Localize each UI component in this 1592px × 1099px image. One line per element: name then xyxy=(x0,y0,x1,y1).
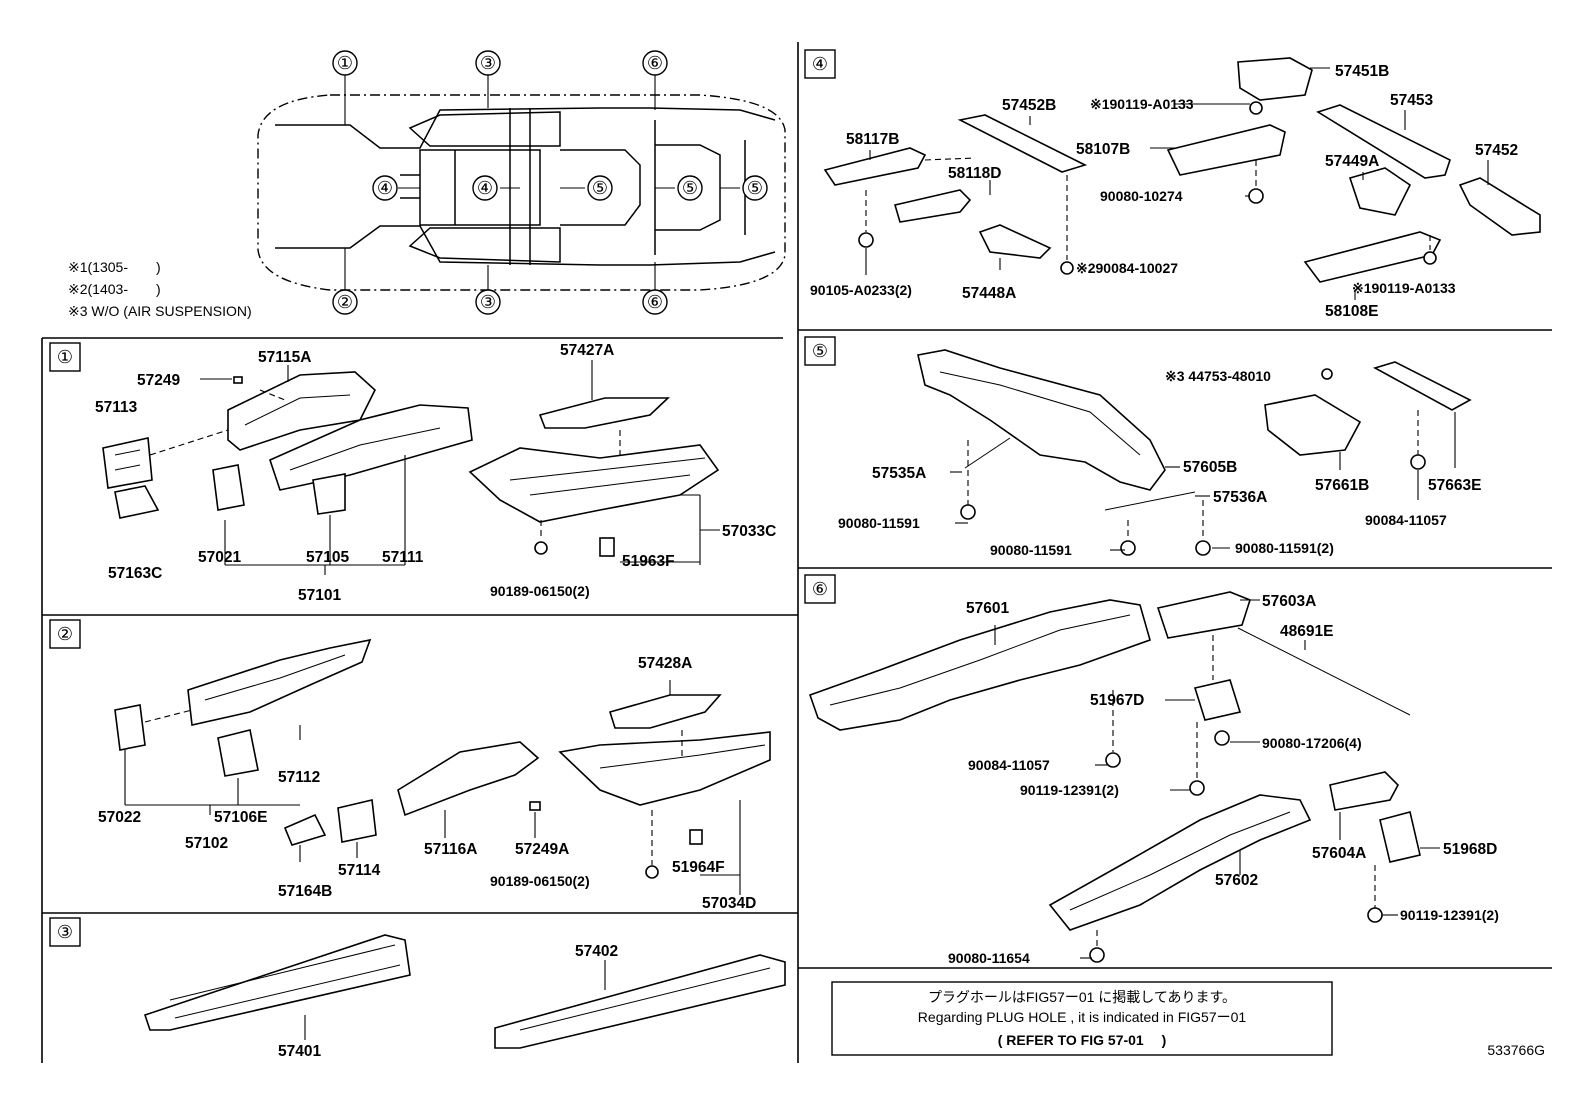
part-number[interactable]: 57604A xyxy=(1312,845,1366,862)
part-number[interactable]: 90080-17206(4) xyxy=(1262,735,1362,751)
section-2: ② 57428A xyxy=(49,619,771,912)
part-number[interactable]: 90080-11654 xyxy=(948,950,1030,966)
section-label: ③ xyxy=(57,922,73,942)
part-number[interactable]: 90084-11057 xyxy=(1365,512,1447,528)
part-number[interactable]: ※3 44753-48010 xyxy=(1165,368,1271,384)
part-number[interactable]: 57163C xyxy=(108,565,162,582)
part-number[interactable]: 57602 xyxy=(1215,872,1258,889)
part-number[interactable]: 57034D xyxy=(702,895,756,912)
overview-marker: ③ xyxy=(480,292,496,312)
part-number[interactable]: 57111 xyxy=(382,549,424,566)
vehicle-outline xyxy=(257,94,786,291)
part-number[interactable]: 51968D xyxy=(1443,841,1497,858)
part-number[interactable]: 57105 xyxy=(306,549,349,566)
part-number[interactable]: 57112 xyxy=(278,769,320,786)
section-3: ③ 57402 57401 xyxy=(49,917,786,1060)
part-number[interactable]: 90189-06150(2) xyxy=(490,583,590,599)
part-number[interactable]: 90080-10274 xyxy=(1100,188,1183,204)
part-number[interactable]: 58117B xyxy=(846,131,899,148)
part-number[interactable]: 57022 xyxy=(98,809,141,826)
section-label: ④ xyxy=(812,54,828,74)
part-number[interactable]: 57603A xyxy=(1262,593,1316,610)
overview-marker: ④ xyxy=(477,178,493,198)
section-label: ⑤ xyxy=(812,341,828,361)
part-number[interactable]: 57661B xyxy=(1315,477,1369,494)
part-number[interactable]: ※290084-10027 xyxy=(1076,260,1178,276)
diagram-frame xyxy=(41,42,1552,1063)
part-number[interactable]: ※190119-A0133 xyxy=(1352,280,1456,296)
part-number[interactable]: 57113 xyxy=(95,399,138,416)
part-number[interactable]: 57451B xyxy=(1335,63,1389,80)
section-label: ① xyxy=(57,347,73,367)
overview-marker: ⑤ xyxy=(592,178,608,198)
part-number[interactable]: 57106E xyxy=(214,809,267,826)
part-number[interactable]: 57448A xyxy=(962,285,1016,302)
part-number[interactable]: 57116A xyxy=(424,841,477,858)
part-number[interactable]: 57115A xyxy=(258,349,311,366)
overview-marker: ⑤ xyxy=(682,178,698,198)
part-number[interactable]: 57249A xyxy=(515,841,569,858)
part-number[interactable]: ※190119-A0133 xyxy=(1090,96,1194,112)
part-number[interactable]: 57401 xyxy=(278,1043,321,1060)
part-number[interactable]: 57114 xyxy=(338,862,381,879)
part-number[interactable]: 57452 xyxy=(1475,142,1518,159)
figure-id: 533766G xyxy=(1487,1042,1545,1058)
part-number[interactable]: 57428A xyxy=(638,655,692,672)
section-label: ② xyxy=(57,624,73,644)
section-1: ① xyxy=(49,342,776,604)
part-number[interactable]: 57402 xyxy=(575,943,618,960)
part-number[interactable]: 51964F xyxy=(672,859,725,876)
overview-marker: ③ xyxy=(480,53,496,73)
refer-line-1: プラグホールはFIG57ー01 に掲載してあります。 xyxy=(928,989,1236,1005)
part-number[interactable]: 57427A xyxy=(560,342,614,359)
part-number[interactable]: 90084-11057 xyxy=(968,757,1050,773)
part-number[interactable]: 58107B xyxy=(1076,141,1130,158)
part-number[interactable]: 51963F xyxy=(622,553,675,570)
note-3: ※3 W/O (AIR SUSPENSION) xyxy=(68,303,252,319)
part-number[interactable]: 90080-11591 xyxy=(838,515,920,531)
part-number[interactable]: 57605B xyxy=(1183,459,1237,476)
refer-note-box: プラグホールはFIG57ー01 に掲載してあります。 Regarding PLU… xyxy=(831,981,1333,1056)
part-number[interactable]: 57249 xyxy=(137,372,180,389)
overview-marker: ② xyxy=(337,292,353,312)
part-number[interactable]: 90189-06150(2) xyxy=(490,873,590,889)
part-number[interactable]: 90080-11591(2) xyxy=(1235,540,1334,556)
part-number[interactable]: 57535A xyxy=(872,465,926,482)
overview-diagram: ① ② ③ ③ ④ ④ ⑤ ⑤ ⑤ ⑥ ⑥ xyxy=(257,50,786,315)
overview-marker: ⑤ xyxy=(747,178,763,198)
part-number[interactable]: 57536A xyxy=(1213,489,1267,506)
part-number[interactable]: 57663E xyxy=(1428,477,1481,494)
note-1: ※1(1305- ) xyxy=(68,259,161,275)
refer-line-3: ( REFER TO FIG 57-01 ) xyxy=(998,1032,1167,1048)
part-number[interactable]: 90080-11591 xyxy=(990,542,1072,558)
refer-line-2: Regarding PLUG HOLE , it is indicated in… xyxy=(918,1009,1247,1025)
overview-marker: ④ xyxy=(377,178,393,198)
part-number[interactable]: 48691E xyxy=(1280,623,1333,640)
part-number[interactable]: 57101 xyxy=(298,587,341,604)
part-number[interactable]: 90119-12391(2) xyxy=(1020,782,1119,798)
section-5: ⑤ ※3 44753-48010 57535A 57605B xyxy=(804,336,1481,558)
part-number[interactable]: 57021 xyxy=(198,549,241,566)
part-number[interactable]: 51967D xyxy=(1090,692,1144,709)
part-number[interactable]: 57164B xyxy=(278,883,332,900)
part-number[interactable]: 90119-12391(2) xyxy=(1400,907,1499,923)
section-label: ⑥ xyxy=(812,579,828,599)
note-2: ※2(1403- ) xyxy=(68,281,161,297)
part-number[interactable]: 58118D xyxy=(948,165,1001,182)
section-4: ④ xyxy=(804,49,1541,320)
part-number[interactable]: 57033C xyxy=(722,523,776,540)
part-number[interactable]: 57102 xyxy=(185,835,228,852)
part-number[interactable]: 57601 xyxy=(966,600,1009,617)
part-number[interactable]: 90105-A0233(2) xyxy=(810,282,912,298)
overview-marker: ① xyxy=(337,53,353,73)
part-number[interactable]: 58108E xyxy=(1325,303,1378,320)
part-number[interactable]: 57449A xyxy=(1325,153,1379,170)
section-6: ⑥ xyxy=(804,574,1499,966)
overview-marker: ⑥ xyxy=(647,292,663,312)
part-number[interactable]: 57452B xyxy=(1002,97,1056,114)
part-number[interactable]: 57453 xyxy=(1390,92,1433,109)
overview-marker: ⑥ xyxy=(647,53,663,73)
